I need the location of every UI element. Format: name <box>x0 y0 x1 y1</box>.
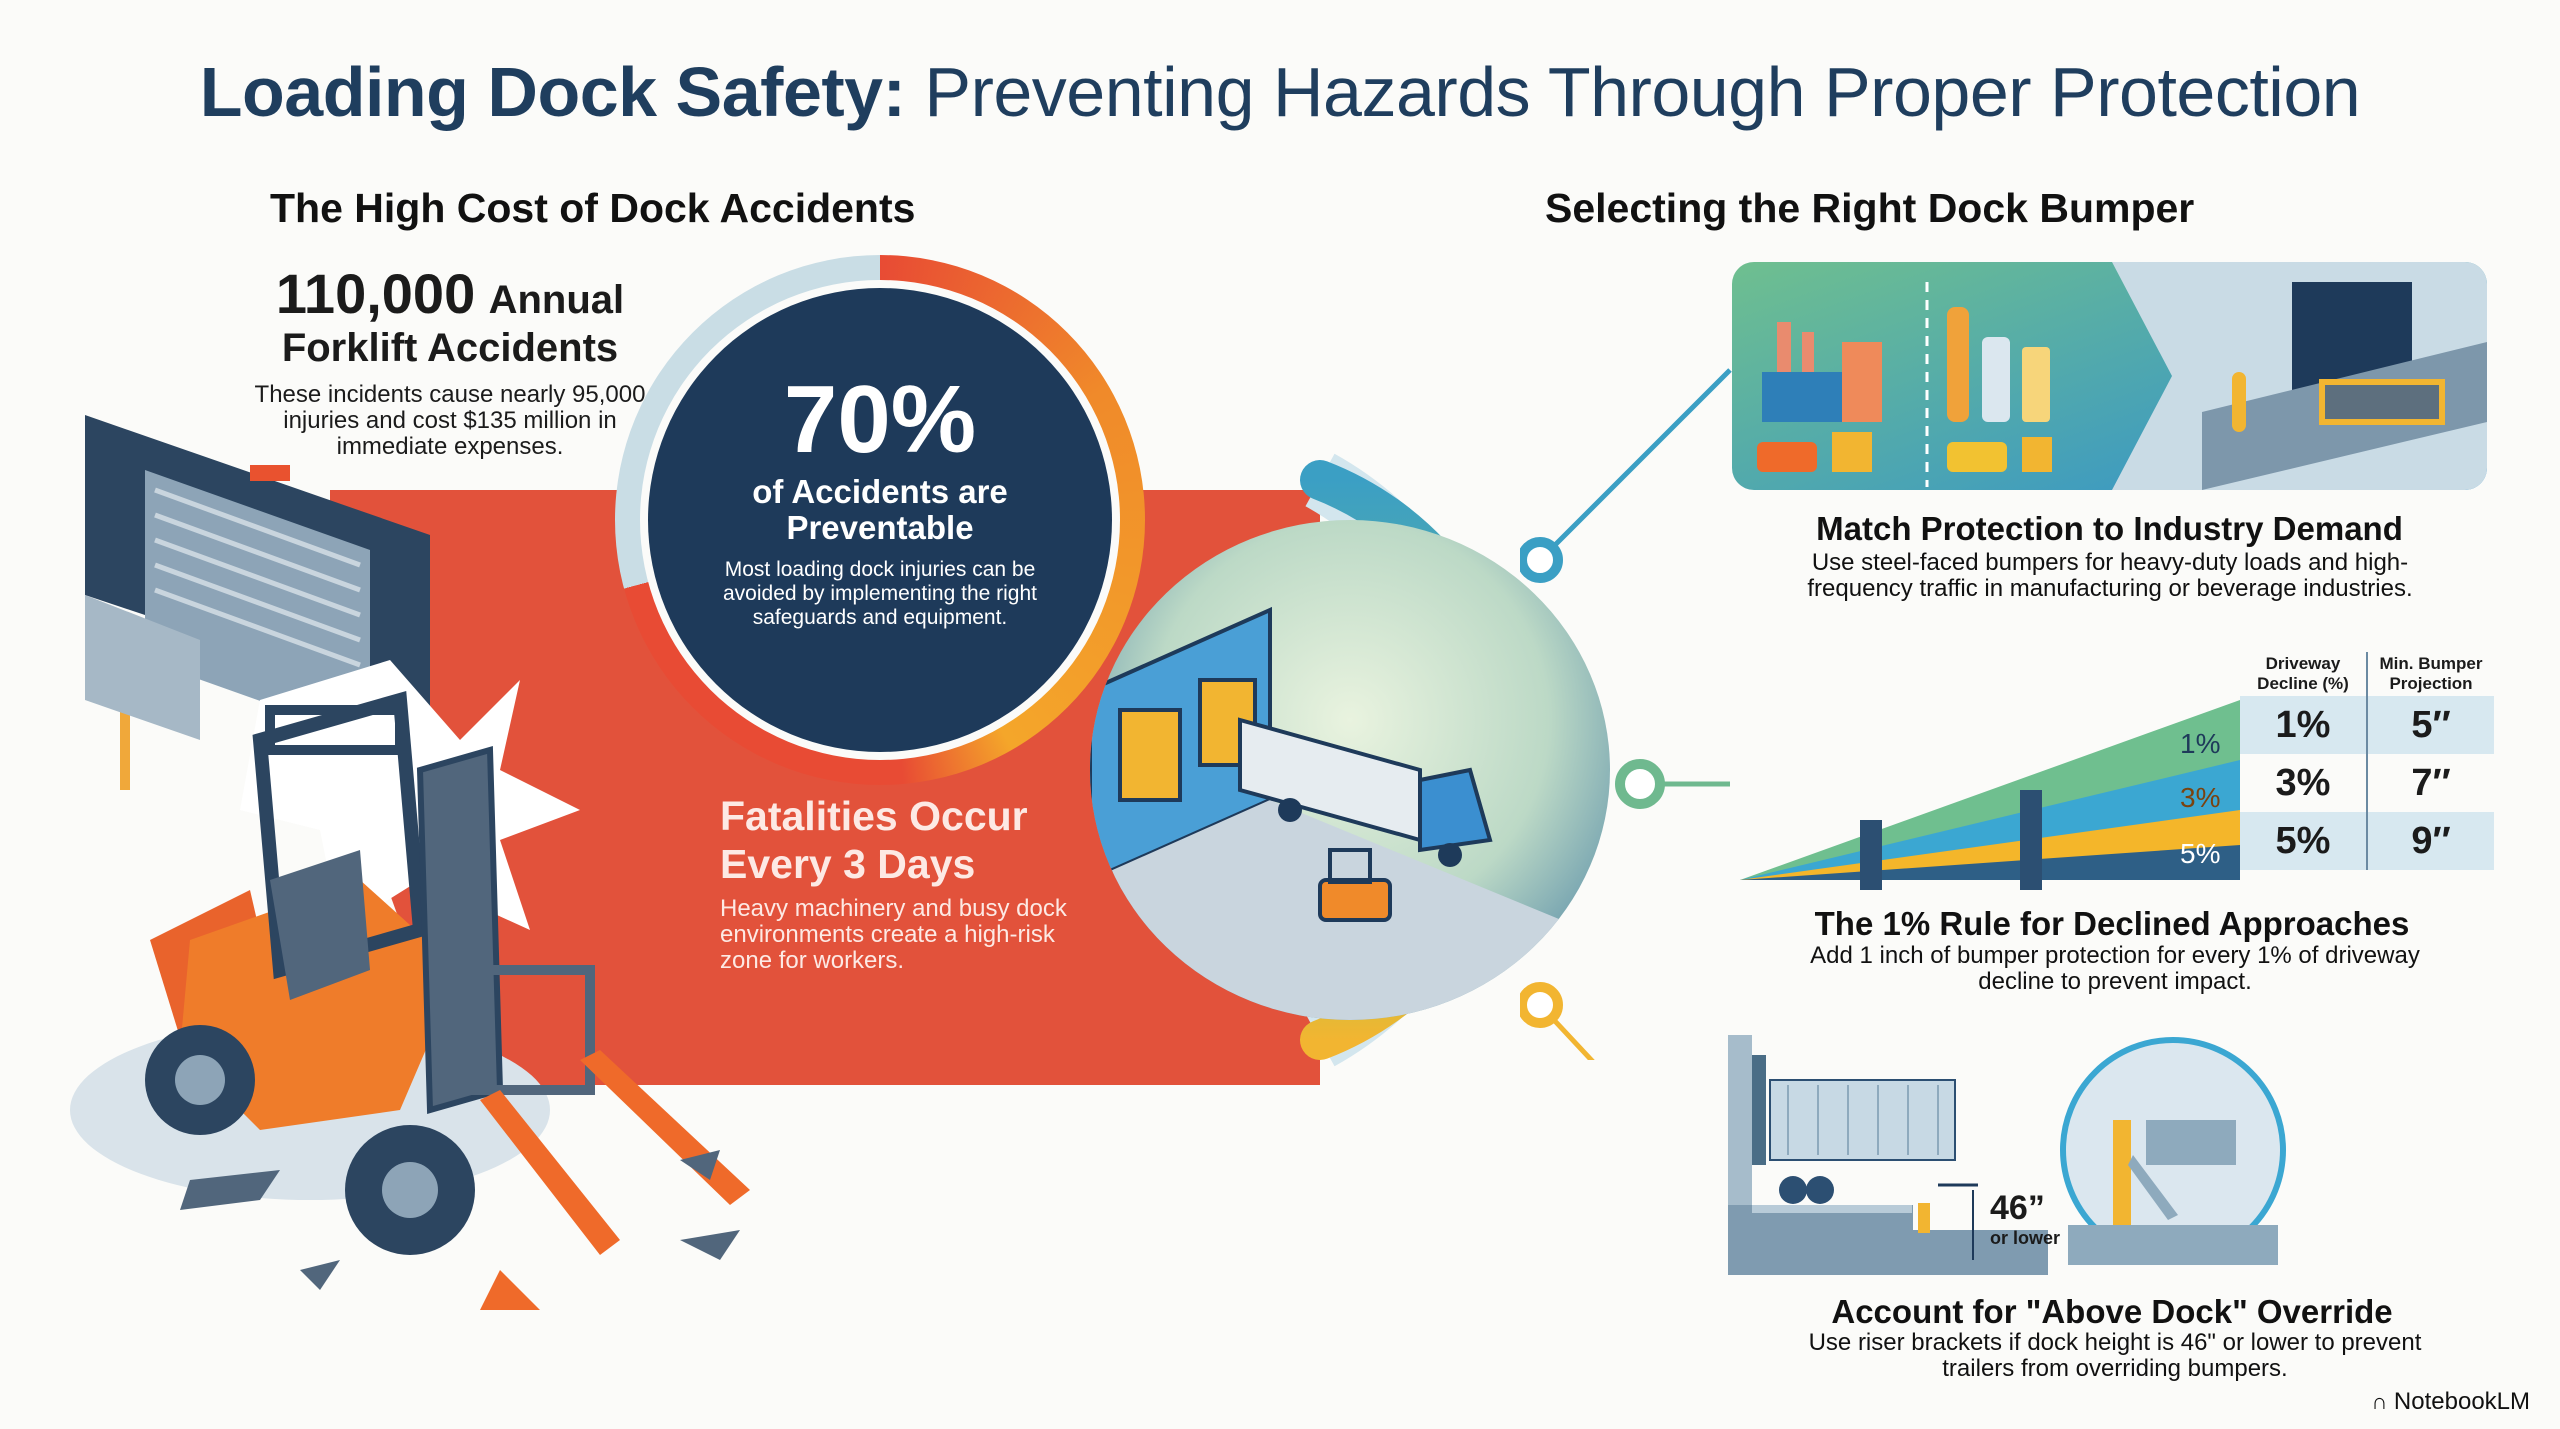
connector-node-blue <box>1520 537 1563 583</box>
fatalities-stat: Fatalities Occur Every 3 Days Heavy mach… <box>720 792 1080 974</box>
preventable-percent: 70% <box>783 366 977 473</box>
stat-annual-accidents: 110,000 Annual Forklift Accidents These … <box>230 266 670 460</box>
stat-description: These incidents cause nearly 95,000 inju… <box>254 381 646 460</box>
table-cell: 3% <box>2275 761 2331 804</box>
fatalities-description: Heavy machinery and busy dock environmen… <box>720 895 1067 974</box>
preventable-label: of Accidents are Preventable <box>752 473 1008 546</box>
table-cell: 9″ <box>2366 812 2494 870</box>
stat-number: 110,000 <box>275 262 476 325</box>
industry-demand-description: Use steel-faced bumpers for heavy-duty l… <box>1807 549 2413 602</box>
table-row: 3% 7″ <box>2240 754 2494 812</box>
industry-demand-title: Match Protection to Industry Demand <box>1816 510 2403 547</box>
table-cell: 7″ <box>2366 754 2494 812</box>
dock-height-value: 46” <box>1990 1189 2045 1227</box>
connector-node-yellow <box>1520 982 1563 1028</box>
page-title: Loading Dock Safety: Preventing Hazards … <box>0 52 2560 132</box>
title-regular: Preventing Hazards Through Proper Protec… <box>924 53 2361 131</box>
table-header-projection: Min. Bumper Projection <box>2366 652 2494 696</box>
industry-demand-panel <box>1732 262 2487 490</box>
table-row: 1% 5″ <box>2240 696 2494 754</box>
ramp-label-3: 3% <box>2180 782 2221 813</box>
one-percent-rule-title: The 1% Rule for Declined Approaches <box>1814 905 2410 942</box>
connector-node-green <box>1615 759 1665 809</box>
title-bold: Loading Dock Safety: <box>199 53 906 131</box>
table-cell: 5% <box>2240 812 2367 870</box>
stat-label-1: Annual <box>488 278 625 322</box>
table-cell: 1% <box>2240 696 2367 754</box>
forklift-crash-illustration <box>70 415 750 1310</box>
dock-height-note: or lower <box>1990 1228 2061 1248</box>
ramp-label-1: 1% <box>2180 728 2221 759</box>
above-dock-override-title: Account for "Above Dock" Override <box>1831 1293 2393 1330</box>
bumper-projection-table: Driveway Decline (%) Min. Bumper Project… <box>2240 652 2494 870</box>
dock-scene-icon <box>1090 606 1610 1020</box>
preventable-description: Most loading dock injuries can be avoide… <box>722 558 1037 629</box>
stat-label-2: Forklift Accidents <box>281 326 619 370</box>
notebooklm-logo-icon: ∩ <box>2371 1389 2388 1414</box>
table-row: 5% 9″ <box>2240 812 2494 870</box>
fatalities-heading: Fatalities Occur Every 3 Days <box>720 793 1028 887</box>
above-dock-override-description: Use riser brackets if dock height is 46"… <box>1808 1329 2422 1382</box>
above-dock-override-diagram <box>1728 1035 2286 1275</box>
loading-dock-truck-forklift-illustration <box>1090 520 1610 1020</box>
table-header-decline: Driveway Decline (%) <box>2257 654 2349 693</box>
industry-icons-illustration <box>1757 262 2487 490</box>
right-section-heading: Selecting the Right Dock Bumper <box>1545 185 2195 231</box>
preventable-stat: 70% of Accidents are Preventable Most lo… <box>648 288 1112 752</box>
ramp-label-5: 5% <box>2180 838 2221 869</box>
notebooklm-brand: ∩ NotebookLM <box>2371 1388 2530 1416</box>
brand-label: NotebookLM <box>2393 1388 2530 1415</box>
decline-ramp-diagram <box>1740 700 2240 890</box>
one-percent-rule-description: Add 1 inch of bumper protection for ever… <box>1810 942 2420 995</box>
table-cell: 5″ <box>2366 696 2494 754</box>
left-section-heading: The High Cost of Dock Accidents <box>270 185 916 231</box>
connector-lines <box>1520 368 1732 1060</box>
